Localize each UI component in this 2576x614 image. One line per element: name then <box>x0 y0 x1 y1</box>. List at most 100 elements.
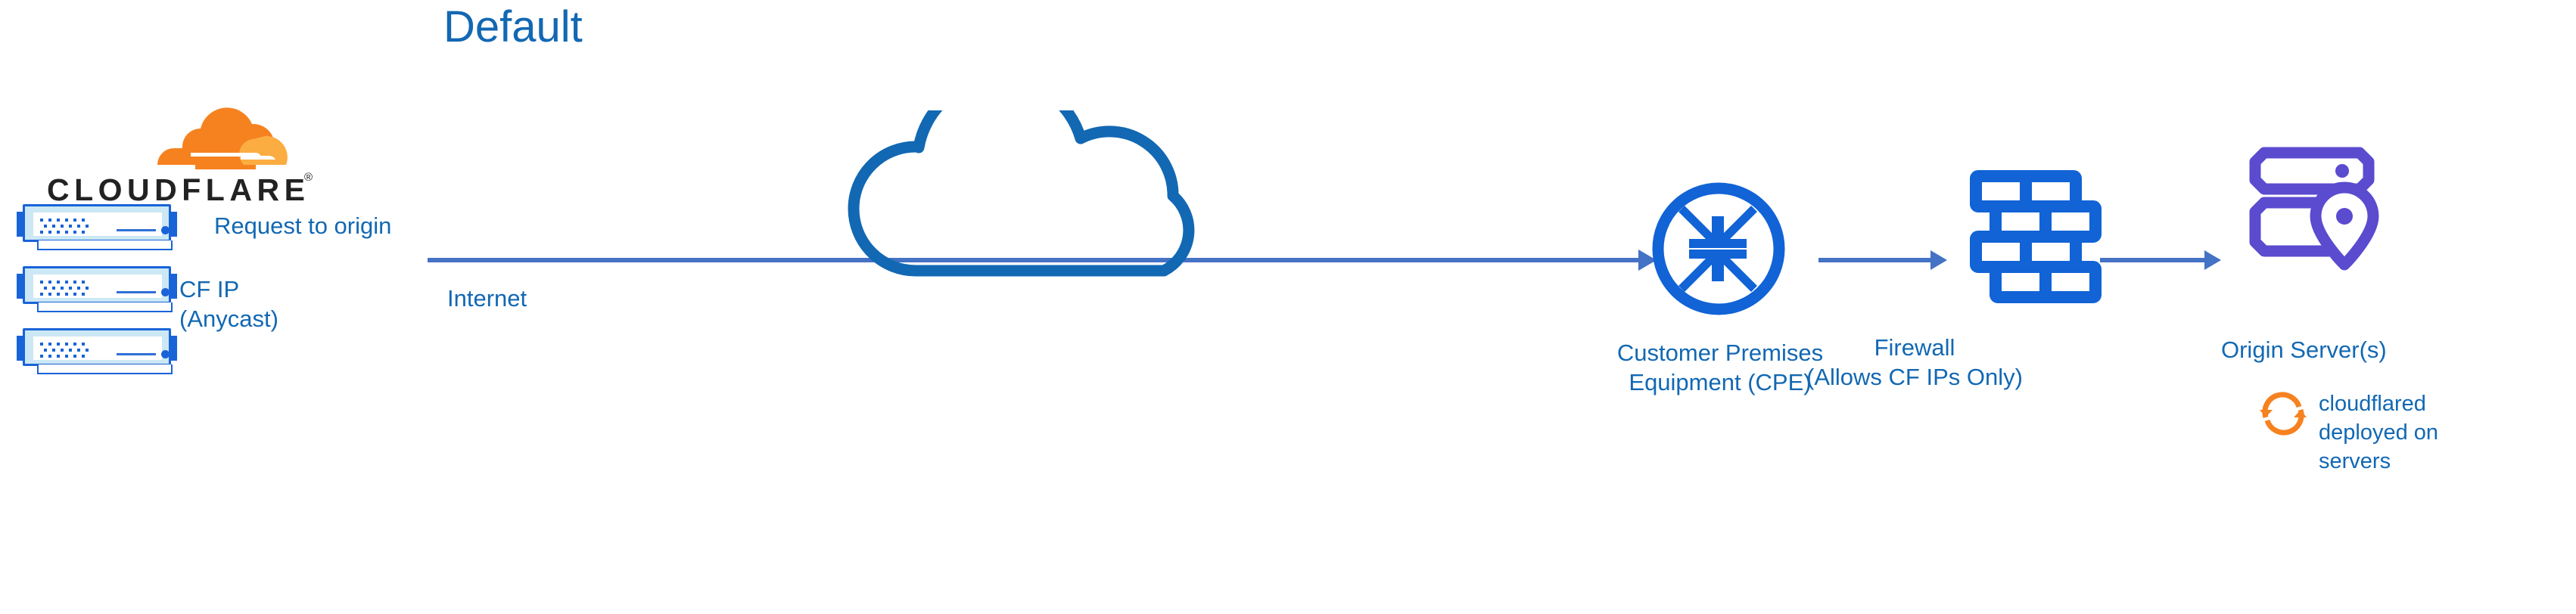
server-vent-dot <box>77 225 80 228</box>
server-vent-dot <box>77 349 80 352</box>
server-vent-dot <box>40 343 43 346</box>
server-vent-dot <box>48 343 51 346</box>
server-vent-dot <box>73 281 76 284</box>
server-face <box>33 336 170 360</box>
server-vent-dot <box>82 281 85 284</box>
server-ear-left <box>17 274 25 299</box>
server-vent-dot <box>40 219 43 222</box>
cloudflare-registered-mark: ® <box>304 171 313 184</box>
server-vent-dot <box>82 293 85 296</box>
server-vent-dot <box>57 219 60 222</box>
server-face <box>33 274 170 298</box>
server-vent-dot <box>61 225 64 228</box>
server-slot-line <box>117 291 156 293</box>
server-led-indicator <box>161 288 170 296</box>
server-vent-dot <box>57 343 60 346</box>
server-vent-dot <box>86 287 89 290</box>
server-vent-dot <box>44 225 47 228</box>
server-shell <box>23 204 171 242</box>
server-ear-left <box>17 212 25 237</box>
server-vent-dot <box>57 231 60 234</box>
server-vent-dot <box>73 231 76 234</box>
arrow-right-icon <box>1930 250 1947 270</box>
server-rack-with-location-pin-icon <box>2248 138 2399 281</box>
server-vent-dot <box>40 293 43 296</box>
cloudflare-cloud-icon <box>157 107 288 169</box>
server-vent-dot <box>86 225 89 228</box>
server-ear-left <box>17 336 25 361</box>
server-slot-line <box>117 353 156 355</box>
server-face <box>33 212 170 236</box>
server-vent-dot <box>73 293 76 296</box>
label-cloudflared-deployed: cloudflared deployed on servers <box>2319 392 2439 473</box>
server-shell <box>23 266 171 304</box>
server-vent-dot <box>65 293 68 296</box>
server-vent-dot <box>73 355 76 358</box>
server-vent-dot <box>52 225 55 228</box>
server-vent-dot <box>73 343 76 346</box>
flow-arrow-line <box>1818 258 1930 262</box>
server-vent-dot <box>48 293 51 296</box>
server-vent-dot <box>82 231 85 234</box>
flow-arrow-line <box>428 258 1646 262</box>
rack-server-unit <box>17 266 177 313</box>
server-shell <box>23 328 171 366</box>
server-vent-dot <box>44 287 47 290</box>
brick-wall-icon <box>1965 166 2106 306</box>
server-led-indicator <box>161 350 170 358</box>
server-ear-right <box>169 274 177 299</box>
server-vent-dot <box>82 355 85 358</box>
server-vent-dot <box>57 355 60 358</box>
server-vent-dot <box>48 231 51 234</box>
server-vent-dot <box>65 355 68 358</box>
server-ear-right <box>169 336 177 361</box>
router-four-arrows-icon <box>1647 177 1790 321</box>
server-vent-dot <box>69 225 72 228</box>
server-vent-dot <box>65 231 68 234</box>
label-internet: Internet <box>447 285 527 312</box>
server-vent-dot <box>57 293 60 296</box>
server-vent-dot <box>48 281 51 284</box>
label-cpe: Customer Premises Equipment (CPE) <box>1616 340 1824 395</box>
server-vent-dot <box>77 287 80 290</box>
server-vent-dot <box>52 287 55 290</box>
flow-arrow-line <box>2100 258 2204 262</box>
server-ear-right <box>169 212 177 237</box>
label-request-to-origin: Request to origin <box>214 212 392 239</box>
server-vent-dot <box>40 281 43 284</box>
server-vent-dot <box>82 343 85 346</box>
cloudflare-logo: CLOUDFLARE ® <box>17 106 334 207</box>
label-cf-ip: CF IP (Anycast) <box>179 276 278 332</box>
server-vent-dot <box>69 287 72 290</box>
cloudflare-wordmark: CLOUDFLARE <box>47 172 310 207</box>
server-vent-dot <box>48 219 51 222</box>
server-vent-dot <box>57 281 60 284</box>
server-base <box>37 364 173 374</box>
rack-server-unit <box>17 204 177 251</box>
server-base <box>37 302 173 312</box>
server-slot-line <box>117 229 156 231</box>
server-vent-dot <box>40 355 43 358</box>
server-vent-dot <box>61 287 64 290</box>
server-vent-dot <box>40 231 43 234</box>
arrow-right-icon <box>2204 250 2221 270</box>
server-vent-dot <box>86 349 89 352</box>
server-vent-dot <box>65 343 68 346</box>
server-vent-dot <box>48 355 51 358</box>
server-vent-dot <box>73 219 76 222</box>
server-vent-dot <box>65 219 68 222</box>
server-vent-dot <box>82 219 85 222</box>
server-vent-dot <box>65 281 68 284</box>
server-base <box>37 240 173 250</box>
rack-server-unit <box>17 328 177 375</box>
server-vent-dot <box>52 349 55 352</box>
server-led-indicator <box>161 226 170 234</box>
server-vent-dot <box>69 349 72 352</box>
sync-circular-arrows-icon <box>2257 387 2310 440</box>
page-title: Default <box>443 2 583 51</box>
label-origin-server: Origin Server(s) <box>2221 336 2387 363</box>
label-firewall: Firewall (Allows CF IPs Only) <box>1806 334 2023 390</box>
server-vent-dot <box>44 349 47 352</box>
internet-cloud-icon <box>831 73 1255 284</box>
